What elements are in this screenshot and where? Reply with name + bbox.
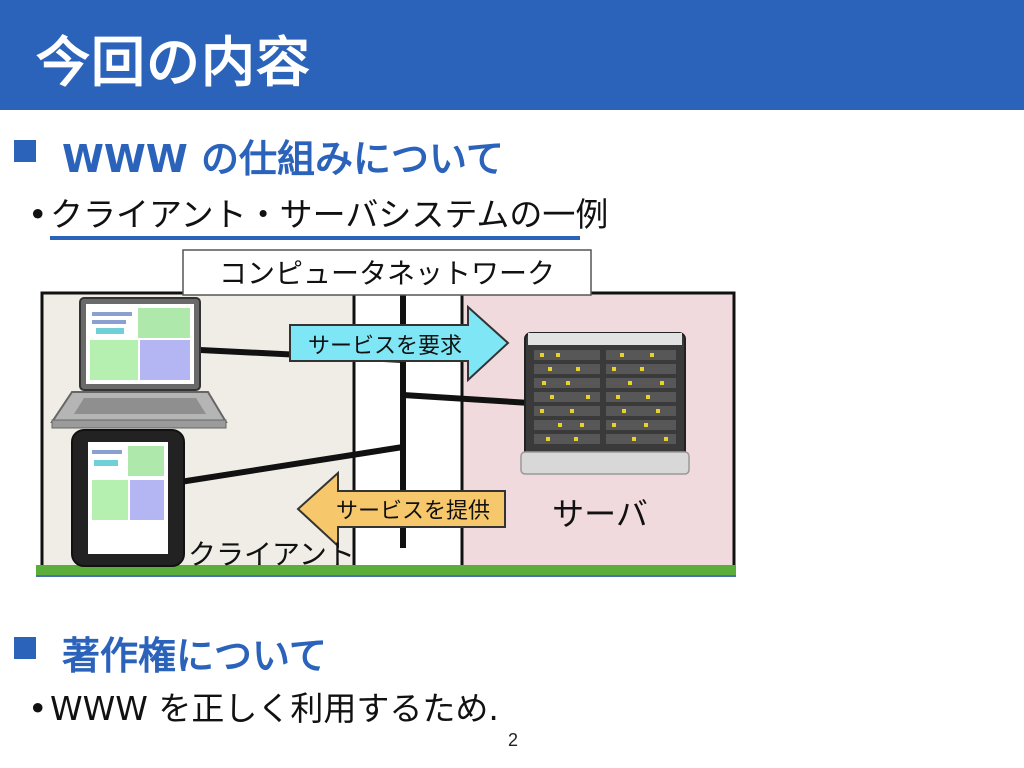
network-label: コンピュータネットワーク bbox=[219, 257, 555, 290]
title-bar bbox=[0, 0, 1024, 110]
tablet-icon bbox=[71, 429, 185, 567]
bullet-dot: • bbox=[28, 195, 48, 234]
server-connection-line bbox=[402, 392, 531, 406]
bullet-item-client-server: •クライアント・サーバシステムの一例 bbox=[28, 188, 608, 236]
slide-title: 今回の内容 bbox=[36, 31, 311, 94]
page-number: 2 bbox=[508, 730, 519, 750]
section-heading-copyright: 著作権について bbox=[62, 634, 327, 678]
request-arrow-label: サービスを要求 bbox=[308, 334, 462, 359]
client-label: クライアント bbox=[188, 538, 355, 571]
request-arrow bbox=[289, 304, 510, 383]
bullet-text: WWW を正しく利用するため. bbox=[50, 689, 499, 728]
text-underline bbox=[50, 236, 580, 240]
server-rack-icon bbox=[520, 332, 690, 475]
section-marker-square-2 bbox=[14, 637, 36, 659]
bullet-item-copyright: •WWW を正しく利用するため. bbox=[28, 682, 499, 730]
laptop-icon bbox=[50, 297, 228, 429]
tablet-connection-line bbox=[179, 444, 404, 485]
provide-arrow bbox=[296, 470, 506, 549]
bullet-dot: • bbox=[28, 689, 48, 728]
ground-strip bbox=[36, 565, 736, 575]
section-heading-www: WWW の仕組みについて bbox=[62, 137, 504, 181]
bullet-text: クライアント・サーバシステムの一例 bbox=[50, 195, 609, 234]
provide-arrow-label: サービスを提供 bbox=[336, 499, 490, 524]
server-label: サーバ bbox=[552, 495, 648, 533]
network-label-box bbox=[182, 249, 592, 296]
section-marker-square bbox=[14, 140, 36, 162]
